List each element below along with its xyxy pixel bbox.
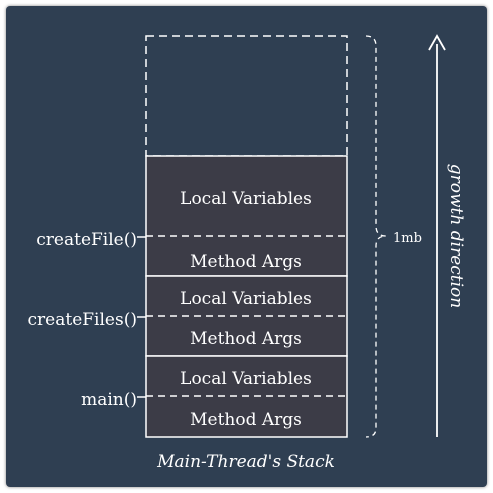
diagram-title: Main-Thread's Stack: [156, 452, 335, 472]
stack-frame-createfile: Local Variables Method Args createFile(): [36, 155, 348, 277]
method-args-label: Method Args: [190, 329, 302, 349]
stack-size-brace: [365, 35, 387, 438]
local-variables-label: Local Variables: [180, 189, 312, 209]
local-variables-label: Local Variables: [180, 289, 312, 309]
function-label: main(): [81, 390, 137, 410]
free-stack-space: [145, 35, 348, 157]
function-label: createFiles(): [28, 310, 137, 330]
frame-box: [145, 155, 348, 277]
function-label: createFile(): [36, 230, 137, 250]
method-args-label: Method Args: [190, 410, 302, 430]
local-variables-label: Local Variables: [180, 369, 312, 389]
growth-arrow-head: [428, 34, 446, 51]
stack-frame-main: Local Variables Method Args main(): [81, 355, 348, 438]
growth-direction-label: growth direction: [446, 164, 466, 308]
stack-frame-createfiles: Local Variables Method Args createFiles(…: [28, 275, 348, 357]
method-args-label: Method Args: [190, 252, 302, 272]
stack-size-label: 1mb: [393, 231, 422, 246]
